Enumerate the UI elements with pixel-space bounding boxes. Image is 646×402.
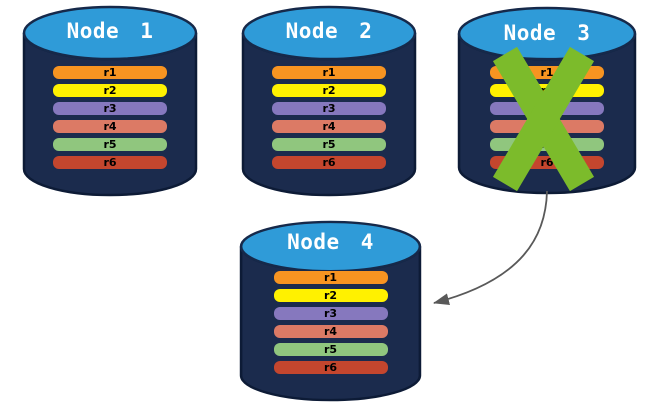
record-list: r1 r2 r3 r4 r5 r6 — [272, 66, 386, 174]
record-r1: r1 — [273, 271, 388, 284]
record-r3: r3 — [273, 307, 388, 320]
record-r6: r6 — [53, 156, 167, 169]
record-r6: r6 — [273, 361, 388, 374]
failure-cross-icon — [492, 46, 595, 192]
record-r5: r5 — [53, 138, 167, 151]
record-r4: r4 — [273, 325, 388, 338]
arrow-path — [433, 190, 548, 306]
record-r2: r2 — [53, 84, 167, 97]
cylinder-top — [241, 5, 417, 61]
record-r6: r6 — [272, 156, 386, 169]
record-r1: r1 — [272, 66, 386, 79]
node-title: Node 4 — [287, 230, 374, 254]
node-4: Node 4 r1 r2 r3 r4 r5 r6 — [239, 220, 422, 402]
cylinder-top — [457, 6, 637, 61]
record-r2: r2 — [273, 289, 388, 302]
record-r5: r5 — [273, 343, 388, 356]
record-r3: r3 — [53, 102, 167, 115]
record-r2: r2 — [272, 84, 386, 97]
node-1: Node 1 r1 r2 r3 r4 r5 r6 — [22, 5, 198, 197]
node-title: Node 1 — [66, 19, 154, 43]
record-r3: r3 — [272, 102, 386, 115]
node-title: Node 2 — [285, 19, 373, 43]
node-2: Node 2 r1 r2 r3 r4 r5 r6 — [241, 5, 417, 197]
record-r5: r5 — [272, 138, 386, 151]
cylinder-top — [22, 5, 198, 61]
record-r4: r4 — [53, 120, 167, 133]
record-r1: r1 — [53, 66, 167, 79]
record-list: r1 r2 r3 r4 r5 r6 — [53, 66, 167, 174]
record-r4: r4 — [272, 120, 386, 133]
cross-stroke — [492, 46, 595, 192]
record-list: r1 r2 r3 r4 r5 r6 — [273, 271, 388, 379]
node-title: Node 3 — [503, 21, 591, 45]
